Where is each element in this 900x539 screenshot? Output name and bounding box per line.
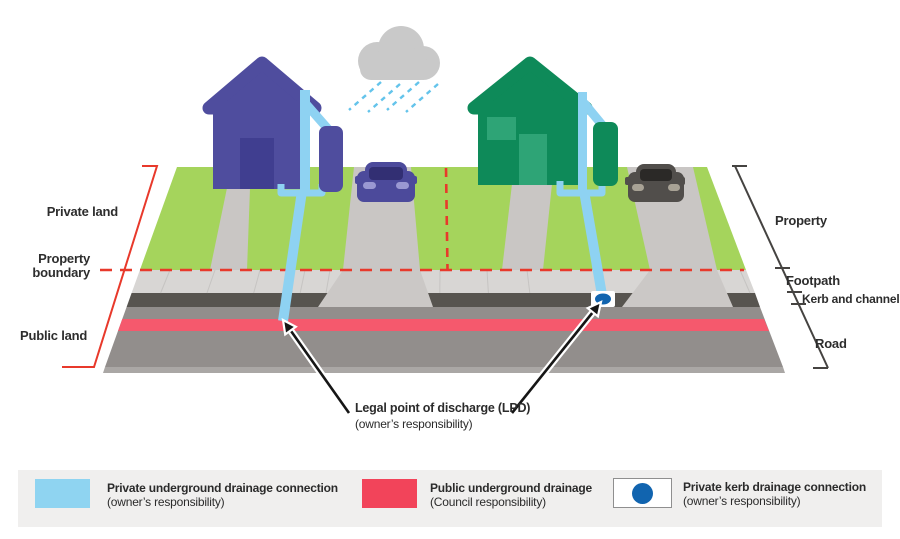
- label-footpath: Footpath: [786, 273, 840, 288]
- legend-label: Private underground drainage connection: [107, 481, 338, 495]
- legend-item-public-underground: Public underground drainage (Council res…: [430, 481, 592, 509]
- label-property: Property: [775, 213, 827, 228]
- label-kerb-and-channel: Kerb and channel: [802, 292, 900, 306]
- label-property-boundary-line1: Property: [38, 251, 90, 266]
- car-purple-windshield: [369, 167, 403, 180]
- label-property-boundary: Property boundary: [0, 252, 90, 280]
- private-pipe-swatch: [35, 479, 90, 508]
- house-right-window: [487, 117, 516, 140]
- lpd-callout: Legal point of discharge (LPD) (owner’s …: [355, 401, 530, 431]
- car-purple-headlight-right: [396, 182, 409, 189]
- house-left: [202, 56, 343, 197]
- rain-cloud-icon: [358, 26, 440, 80]
- footpath-joints: [160, 269, 751, 294]
- house-left-downpipe: [300, 90, 310, 193]
- house-right-downpipe: [578, 92, 587, 193]
- public-drainage-strip: [118, 319, 769, 331]
- lpd-arrow-left: [281, 318, 352, 416]
- label-private-land: Private land: [46, 204, 118, 219]
- house-right-water-tank: [593, 122, 618, 186]
- kerb-connection-swatch: [613, 478, 672, 508]
- lpd-callout-title: Legal point of discharge (LPD): [355, 401, 531, 415]
- left-bracket-public-private: [62, 165, 159, 368]
- legend-label: Private kerb drainage connection: [683, 480, 866, 494]
- house-left-tank-pipe: [302, 101, 332, 132]
- car-dark-headlight-left: [632, 184, 644, 191]
- left-crossover: [318, 270, 433, 307]
- property-boundary-lines: [100, 167, 744, 272]
- right-crossover: [622, 270, 733, 307]
- legend-label: Public underground drainage: [430, 481, 592, 495]
- car-purple: [355, 162, 417, 202]
- road-front-edge: [103, 367, 785, 373]
- legend-sublabel: (Council responsibility): [430, 495, 546, 509]
- label-road: Road: [815, 336, 847, 351]
- property-boundary-side-line: [444, 167, 449, 270]
- legend-sublabel: (owner’s responsibility): [107, 495, 225, 509]
- car-purple-headlight-left: [363, 182, 376, 189]
- house-left-roof: [202, 56, 322, 115]
- lpd-arrowhead-left: [281, 318, 298, 337]
- scene-canvas: [62, 26, 829, 416]
- left-walkway: [210, 188, 250, 270]
- label-public-land: Public land: [20, 328, 88, 343]
- house-right-roof: [467, 56, 593, 115]
- right-bracket-zones: [732, 165, 829, 369]
- legend-sublabel: (owner’s responsibility): [683, 494, 801, 508]
- right-private-drain-pipe: [579, 190, 607, 296]
- legend-item-private-underground: Private underground drainage connection …: [107, 481, 338, 509]
- label-property-boundary-line2: boundary: [32, 265, 90, 280]
- rain-streaks: [348, 81, 439, 113]
- lpd-arrow-right: [509, 300, 603, 416]
- public-drain-swatch: [362, 479, 417, 508]
- kerb-connection-dot-icon: [632, 482, 653, 504]
- lpd-callout-subtitle: (owner’s responsibility): [355, 417, 473, 431]
- house-left-door: [240, 138, 274, 189]
- right-walkway: [502, 184, 552, 270]
- house-left-water-tank: [319, 126, 343, 192]
- house-right: [467, 56, 618, 197]
- car-dark-windshield: [640, 169, 672, 181]
- left-private-drain-pipe: [278, 190, 307, 322]
- lpd-arrowhead-right: [585, 300, 603, 319]
- car-dark: [625, 164, 685, 202]
- road: [105, 307, 783, 367]
- house-right-door: [519, 134, 547, 185]
- legend: [18, 470, 882, 527]
- legend-item-kerb-connection: Private kerb drainage connection (owner’…: [683, 480, 866, 508]
- car-dark-headlight-right: [668, 184, 680, 191]
- driveways: [210, 167, 733, 307]
